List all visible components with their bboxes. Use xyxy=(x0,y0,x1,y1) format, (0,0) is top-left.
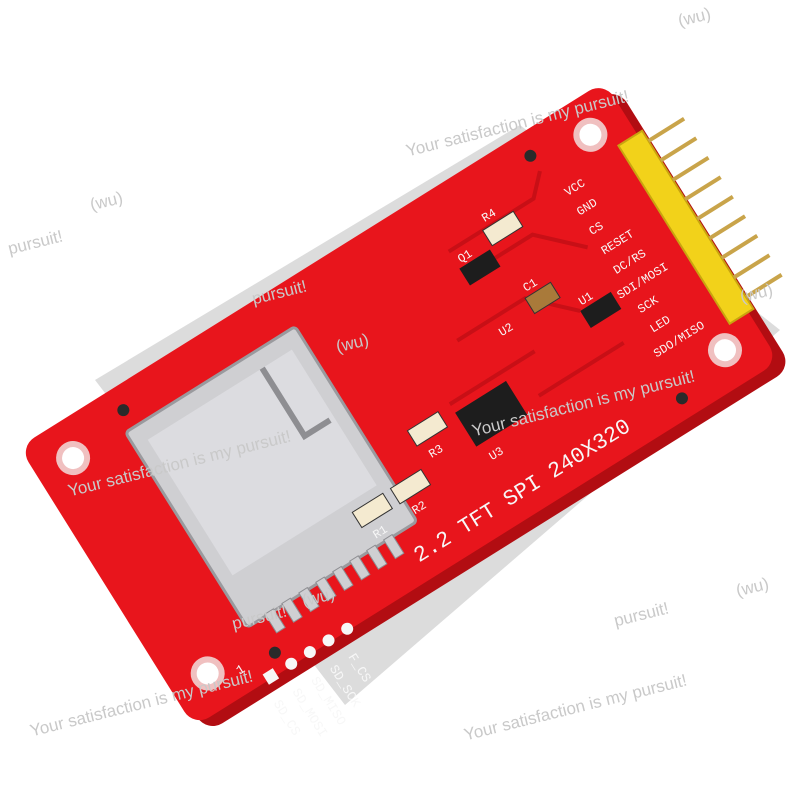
via-hole xyxy=(117,404,130,417)
via-hole xyxy=(675,392,688,405)
sd-slot-spring xyxy=(259,366,332,441)
label-u1: U1 xyxy=(576,289,596,309)
sd-pad-row xyxy=(262,622,354,685)
label-u2: U2 xyxy=(496,320,516,340)
label-r4: R4 xyxy=(479,206,499,226)
capacitor-c1 xyxy=(524,281,561,315)
smd-components xyxy=(351,210,622,529)
regulator-u1 xyxy=(580,291,622,328)
via-hole xyxy=(268,646,281,659)
label-c1: C1 xyxy=(521,276,541,296)
resistor-r2 xyxy=(389,468,432,505)
mount-hole xyxy=(708,333,743,368)
label-r2: R2 xyxy=(410,498,430,518)
label-u3: U3 xyxy=(487,444,507,464)
header-pin-label: CS xyxy=(587,219,607,239)
label-q1: Q1 xyxy=(455,247,475,267)
sd-slot-pins xyxy=(264,533,405,634)
resistor-r3 xyxy=(406,410,449,447)
component-labels: R1 R2 R3 R4 Q1 U1 U2 U3 C1 xyxy=(371,206,596,543)
mount-hole xyxy=(190,656,225,691)
sd-slot-cover xyxy=(147,349,377,576)
transistor-q1 xyxy=(459,249,501,286)
header-pins xyxy=(647,117,783,299)
resistor-r1 xyxy=(351,492,394,529)
ic-u3 xyxy=(455,380,528,447)
label-r3: R3 xyxy=(426,442,446,462)
mount-hole xyxy=(573,117,608,152)
resistor-r4 xyxy=(482,210,524,247)
mount-hole xyxy=(56,441,91,476)
label-r1: R1 xyxy=(371,523,391,543)
via-hole xyxy=(524,149,537,162)
